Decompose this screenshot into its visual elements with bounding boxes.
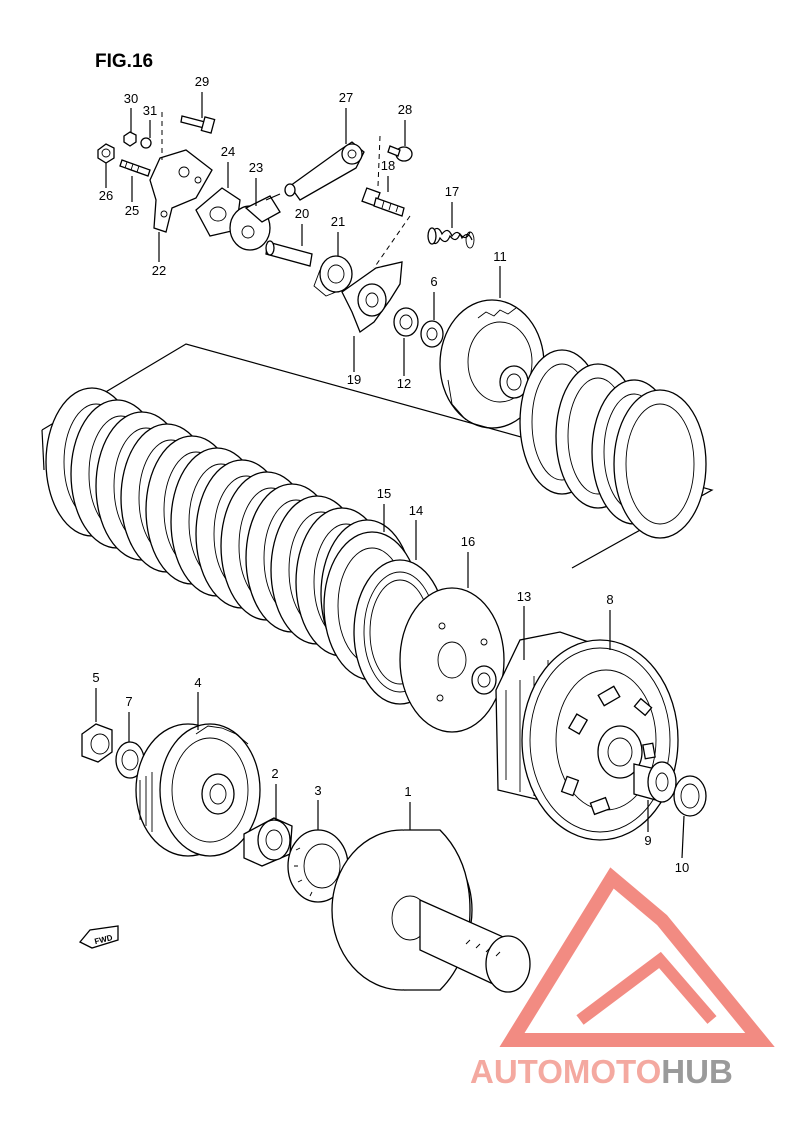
part-18-bolt	[361, 187, 405, 217]
watermark-text-left: AUTOMOTO	[470, 1053, 661, 1090]
callout-5: 5	[92, 670, 99, 685]
part-28-screw	[387, 145, 413, 162]
part-29-bolt	[180, 115, 216, 134]
part-23-cam	[229, 195, 281, 251]
part-25-stud	[119, 159, 151, 177]
callout-28: 28	[398, 102, 412, 117]
callout-16: 16	[461, 534, 475, 549]
part-21-bearing	[313, 255, 353, 297]
callout-21: 21	[331, 214, 345, 229]
watermark-text-right: HUB	[661, 1053, 733, 1090]
part-17-spring	[427, 227, 475, 249]
callout-6: 6	[430, 274, 437, 289]
callout-2: 2	[271, 766, 278, 781]
callout-15: 15	[377, 486, 391, 501]
part-27-release-arm	[284, 141, 365, 201]
watermark-logo	[499, 867, 775, 1047]
callout-12: 12	[397, 376, 411, 391]
part-22-bracket	[149, 149, 213, 233]
part-19-lifter-plate	[341, 261, 403, 334]
callout-8: 8	[606, 592, 613, 607]
part-2-bushing	[243, 817, 293, 867]
fwd-direction-arrow: FWD	[78, 925, 119, 949]
part-6-washer	[420, 320, 444, 348]
callout-29: 29	[195, 74, 209, 89]
callout-26: 26	[99, 188, 113, 203]
watermark-text: AUTOMOTOHUB	[470, 1053, 733, 1090]
part-7-washer	[115, 741, 145, 779]
callout-18: 18	[381, 158, 395, 173]
callout-24: 24	[221, 144, 235, 159]
part-26-nut	[97, 143, 115, 164]
upper-right-plates	[519, 349, 707, 539]
part-9-bushing	[633, 761, 678, 803]
part-12-bearing	[393, 307, 419, 337]
part-1-clutch-drum	[331, 829, 531, 993]
callout-3: 3	[314, 783, 321, 798]
callout-10: 10	[675, 860, 689, 875]
callout-31: 31	[143, 103, 157, 118]
callout-7: 7	[125, 694, 132, 709]
leader-line-10	[681, 815, 685, 859]
part-10-thrust-washer	[673, 775, 707, 817]
callout-11: 11	[493, 249, 507, 264]
part-16-seat-plate	[399, 587, 505, 733]
part-20-pin	[265, 240, 313, 267]
part-8-clutch-housing	[495, 631, 679, 841]
callout-13: 13	[517, 589, 531, 604]
part-13-washer	[471, 665, 497, 695]
callout-27: 27	[339, 90, 353, 105]
callout-14: 14	[409, 503, 423, 518]
callout-4: 4	[194, 675, 201, 690]
callout-30: 30	[124, 91, 138, 106]
callout-17: 17	[445, 184, 459, 199]
callout-19: 19	[347, 372, 361, 387]
fwd-label: FWD	[94, 933, 114, 946]
part-4-centrifugal-clutch	[135, 723, 261, 857]
part-30-nut	[123, 131, 137, 147]
callout-22: 22	[152, 263, 166, 278]
part-5-nut	[81, 723, 113, 763]
callout-9: 9	[644, 833, 651, 848]
callout-20: 20	[295, 206, 309, 221]
callout-23: 23	[249, 160, 263, 175]
callout-1: 1	[404, 784, 411, 799]
callout-25: 25	[125, 203, 139, 218]
callout-labels: 1234567891011121314151617181920212223242…	[92, 74, 689, 875]
part-31-washer	[140, 137, 152, 149]
figure-title: FIG.16	[95, 51, 153, 72]
